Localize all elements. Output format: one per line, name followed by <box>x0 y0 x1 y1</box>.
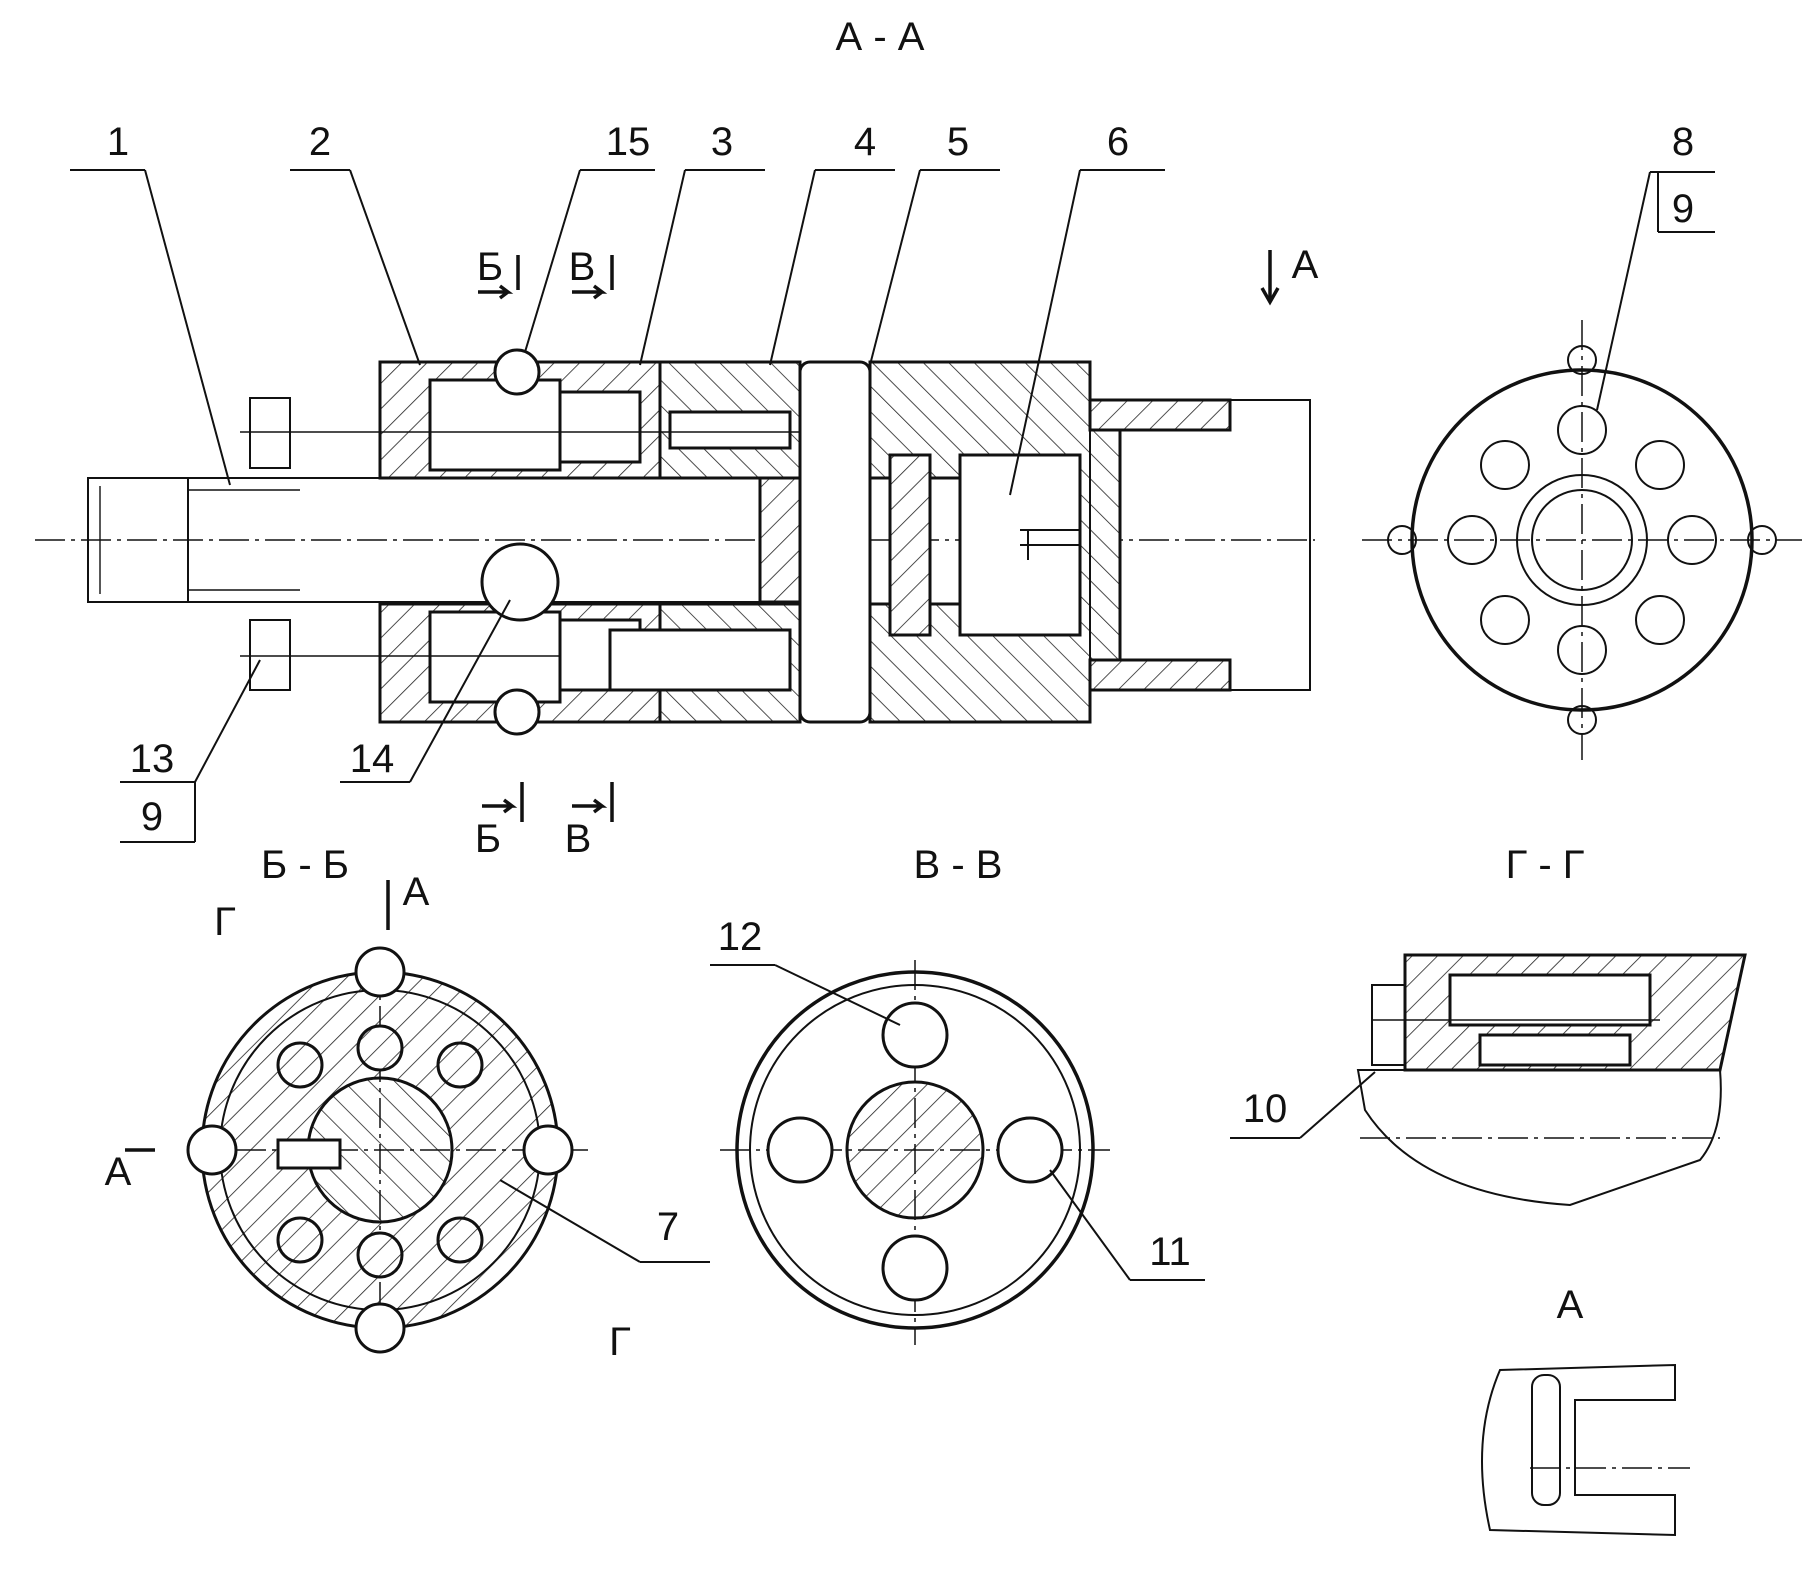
marker-v-bottom: В <box>565 817 592 861</box>
label-5: 5 <box>947 120 969 164</box>
ball-14 <box>480 542 560 622</box>
marker-b-bottom: Б <box>475 817 501 861</box>
section-v-view <box>720 960 1110 1345</box>
section-title-a-a: А - А <box>836 15 925 59</box>
marker-v-top: В <box>569 245 596 289</box>
ball-15 <box>493 348 541 396</box>
section-g-break <box>1356 1069 1722 1207</box>
right-sleeve <box>1089 399 1311 691</box>
main-section-view <box>35 348 1315 736</box>
label-15: 15 <box>606 120 651 164</box>
label-9-right: 9 <box>1672 187 1694 231</box>
pin-part5 <box>798 360 872 724</box>
view-a-outline <box>1481 1363 1676 1537</box>
marker-a-top: А <box>1292 243 1319 287</box>
section-title-g-g: Г - Г <box>1506 843 1585 887</box>
label-8: 8 <box>1672 120 1694 164</box>
marker-b-top: Б <box>477 245 503 289</box>
view-a <box>1481 1363 1690 1537</box>
section-b-view <box>186 946 590 1354</box>
bolt-head-upper <box>249 397 291 469</box>
section-title-b-b: Б - Б <box>261 843 349 887</box>
marker-a-b: А <box>403 870 430 914</box>
main-labels: 1 2 15 3 4 5 6 8 9 13 9 14 <box>70 120 1715 843</box>
ball-lower <box>493 688 541 736</box>
label-10: 10 <box>1243 1087 1288 1131</box>
marker-a-left: А <box>105 1150 132 1194</box>
hex-bolt <box>1557 405 1607 455</box>
view-a-title: А <box>1557 1283 1584 1327</box>
bolt-head-lower <box>249 619 291 691</box>
label-1: 1 <box>107 120 129 164</box>
marker-g-bottom: Г <box>609 1320 631 1364</box>
label-11: 11 <box>1149 1230 1191 1274</box>
label-6: 6 <box>1107 120 1129 164</box>
label-2: 2 <box>309 120 331 164</box>
label-4: 4 <box>854 120 876 164</box>
label-14: 14 <box>350 737 395 781</box>
section-title-v-v: В - В <box>914 843 1003 887</box>
label-12: 12 <box>718 915 763 959</box>
marker-g-top: Г <box>214 900 236 944</box>
section-markers: Б В А Б В <box>475 243 1319 861</box>
label-7: 7 <box>657 1205 679 1249</box>
label-3: 3 <box>711 120 733 164</box>
label-13: 13 <box>130 737 175 781</box>
section-g-view <box>1356 953 1747 1207</box>
end-view <box>1362 320 1802 760</box>
label-9-left: 9 <box>141 795 163 839</box>
